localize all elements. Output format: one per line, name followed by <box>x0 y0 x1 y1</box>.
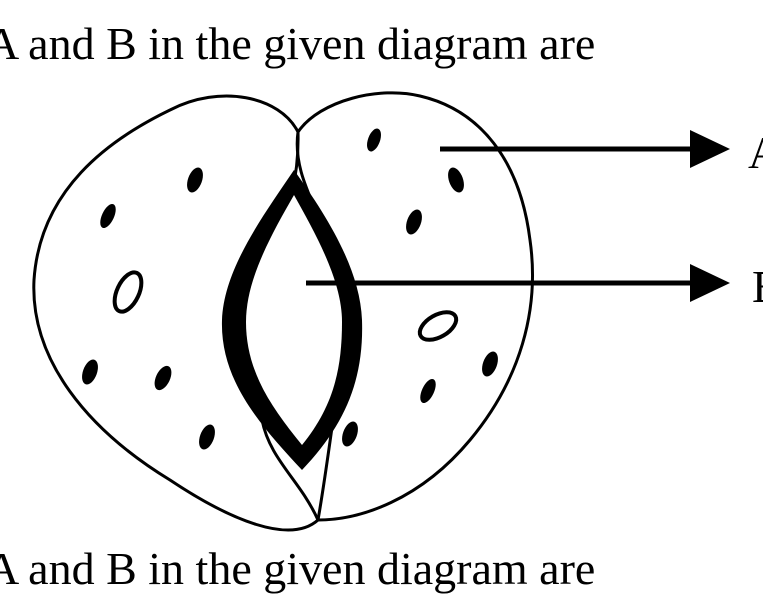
chloroplast <box>420 378 436 404</box>
chloroplast <box>100 203 116 229</box>
chloroplast <box>82 359 98 385</box>
nucleus-left <box>112 270 144 314</box>
chloroplast <box>406 209 422 235</box>
chloroplast <box>187 167 203 193</box>
chloroplast <box>482 351 498 377</box>
question-text: A and B in the given diagram are <box>0 18 596 69</box>
chloroplast <box>367 128 381 152</box>
chloroplasts-left <box>82 167 215 450</box>
chloroplasts-right <box>342 128 498 447</box>
chloroplast <box>199 424 215 450</box>
arrow-b-head <box>690 264 730 302</box>
pointer-arrows <box>306 130 730 302</box>
stoma-pore <box>246 195 342 445</box>
chloroplast <box>342 421 358 447</box>
label-b: B <box>752 261 763 312</box>
question-text-repeat: A and B in the given diagram are <box>0 543 596 594</box>
stomata-diagram: A B <box>32 91 763 532</box>
label-a: A <box>748 127 763 178</box>
chloroplast <box>448 167 464 193</box>
nucleus-right <box>417 310 459 342</box>
arrow-a-head <box>690 130 730 168</box>
chloroplast <box>154 365 172 391</box>
